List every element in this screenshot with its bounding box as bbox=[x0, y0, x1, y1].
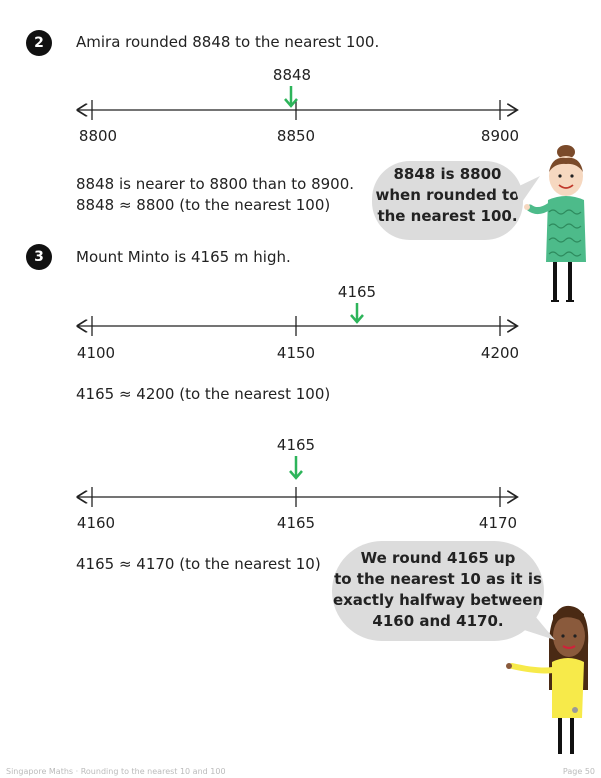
tick-label: 4100 bbox=[76, 344, 116, 362]
tick-label: 4200 bbox=[480, 344, 520, 362]
number-line-q3a bbox=[78, 303, 516, 336]
bubble-line: when rounded to bbox=[375, 186, 520, 204]
tick-label: 4170 bbox=[478, 514, 518, 532]
explanation-line: 8848 is nearer to 8800 than to 8900. bbox=[76, 175, 355, 193]
pointer-label: 8848 bbox=[272, 66, 312, 84]
question-statement: Amira rounded 8848 to the nearest 100. bbox=[76, 33, 380, 51]
bubble-line: 8848 is 8800 bbox=[393, 165, 502, 183]
footer-left: Singapore Maths · Rounding to the neares… bbox=[6, 767, 226, 776]
number-line-q3b bbox=[78, 456, 516, 507]
rounding-result: 8848 ≈ 8800 (to the nearest 100) bbox=[76, 196, 331, 214]
number-line-q2 bbox=[78, 86, 516, 120]
question-number-badge: 3 bbox=[26, 244, 52, 270]
pointer-arrow bbox=[284, 86, 298, 108]
footer-right: Page 50 bbox=[562, 767, 595, 776]
tick-label: 4150 bbox=[276, 344, 316, 362]
tick-label: 8800 bbox=[78, 127, 118, 145]
bubble-line: exactly halfway between bbox=[332, 591, 544, 609]
speech-bubble: We round 4165 up to the nearest 10 as it… bbox=[332, 541, 544, 641]
girl-character-1 bbox=[524, 145, 586, 302]
rounding-result: 4165 ≈ 4170 (to the nearest 10) bbox=[76, 555, 321, 573]
pointer-arrow bbox=[289, 456, 303, 480]
question-statement: Mount Minto is 4165 m high. bbox=[76, 248, 291, 266]
bubble-line: to the nearest 10 as it is bbox=[334, 570, 542, 588]
pointer-label: 4165 bbox=[337, 283, 377, 301]
speech-bubble: 8848 is 8800 when rounded to the nearest… bbox=[372, 161, 523, 240]
question-number-badge: 2 bbox=[26, 30, 52, 56]
bubble-line: the nearest 100. bbox=[377, 207, 518, 225]
tick-label: 4160 bbox=[76, 514, 116, 532]
tick-label: 8850 bbox=[276, 127, 316, 145]
rounding-result: 4165 ≈ 4200 (to the nearest 100) bbox=[76, 385, 331, 403]
pointer-label: 4165 bbox=[276, 436, 316, 454]
tick-label: 4165 bbox=[276, 514, 316, 532]
tick-label: 8900 bbox=[480, 127, 520, 145]
pointer-arrow bbox=[350, 303, 364, 324]
girl-character-2 bbox=[506, 605, 589, 754]
bubble-line: We round 4165 up bbox=[360, 549, 516, 567]
bubble-line: 4160 and 4170. bbox=[372, 612, 504, 630]
